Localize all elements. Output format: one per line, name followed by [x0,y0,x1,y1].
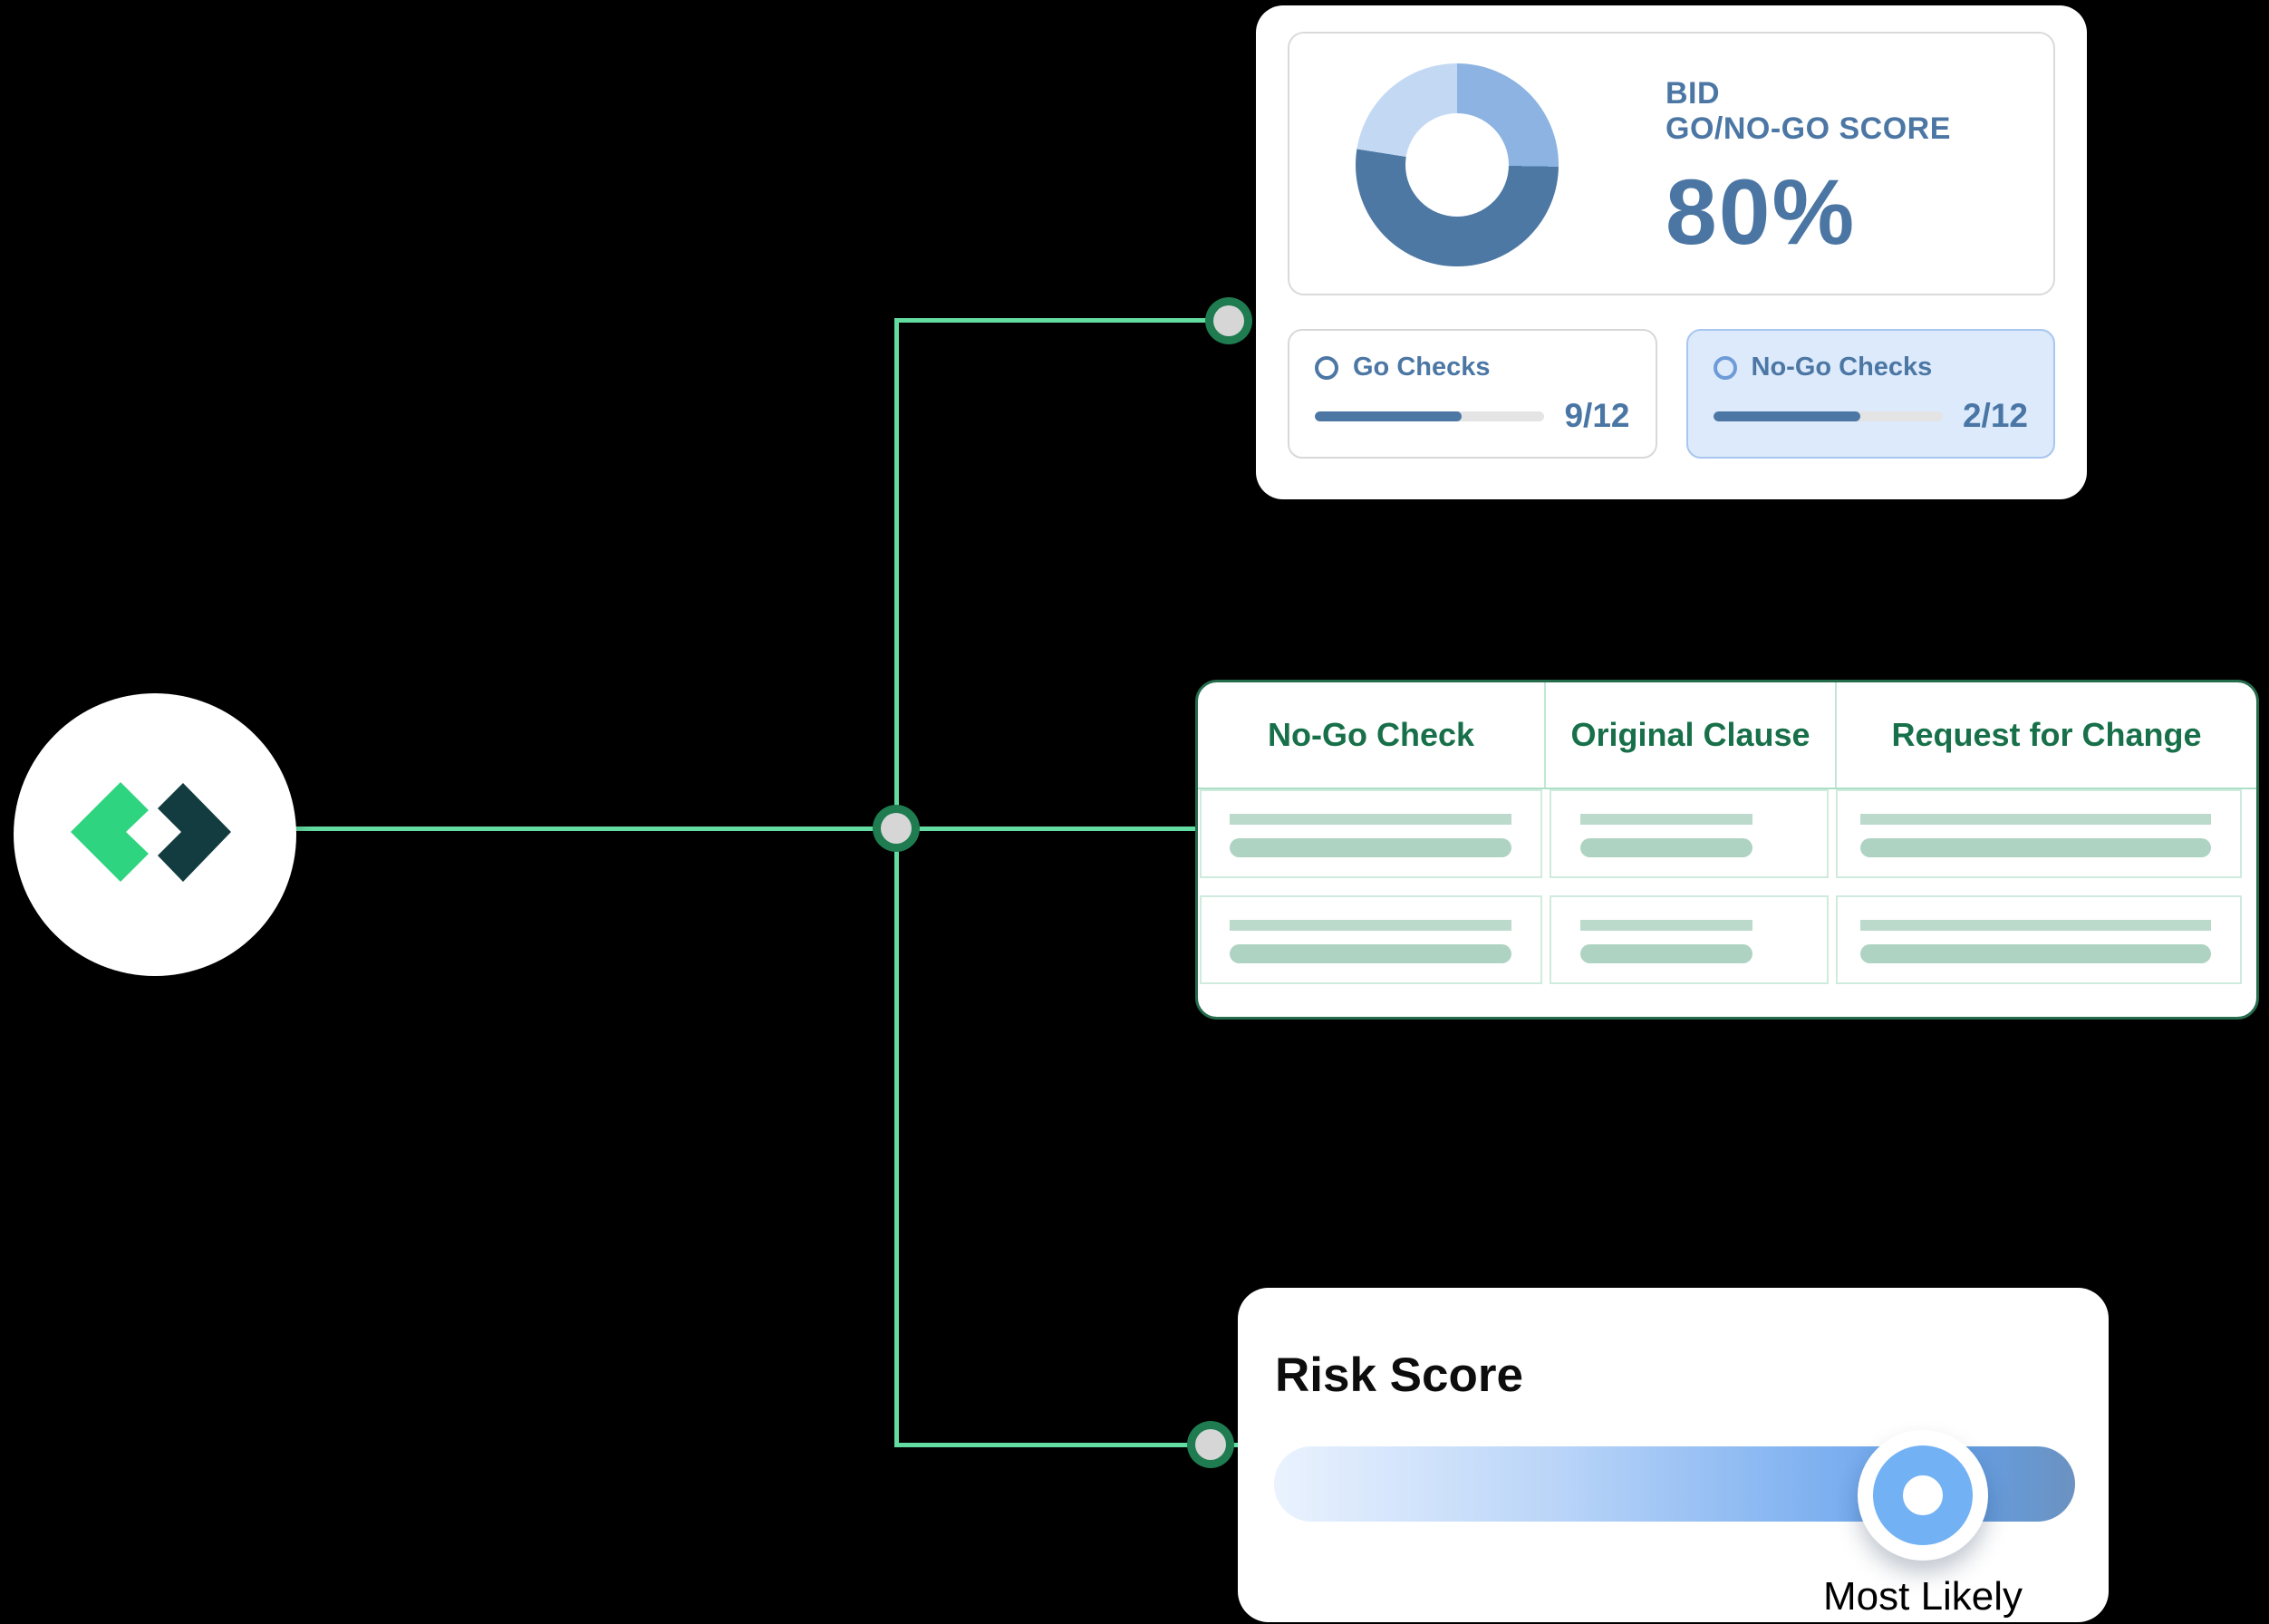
table-row [1200,789,1542,878]
go-checks-progress: 9/12 [1315,397,1630,435]
risk-slider-thumb-ring-icon [1873,1445,1974,1545]
bid-score-card: BID GO/NO-GO SCORE 80% Go Checks 9/12 [1256,5,2087,499]
score-title-line1: BID [1666,76,1721,111]
no-go-checks-progress: 2/12 [1713,397,2028,435]
table-row [1550,789,1829,878]
skeleton-text-bar [1860,814,2211,825]
risk-slider-label: Most Likely [1822,1574,2023,1619]
table-row [1836,895,2242,984]
risk-score-card: Risk Score Most Likely [1238,1288,2109,1622]
go-checks-progress-track [1315,411,1545,421]
skeleton-text-bar [1580,814,1752,825]
risk-score-title: Risk Score [1275,1348,1523,1402]
no-go-check-table-card: No-Go Check Original Clause Request for … [1195,680,2259,1020]
connector-node-junction [873,805,920,852]
go-checks-value: 9/12 [1564,397,1630,434]
no-go-checks-label: No-Go Checks [1751,353,1933,382]
skeleton-text-bar [1230,920,1511,931]
no-go-checks-progress-track [1713,411,1943,421]
logo-right-chevron-icon [158,783,231,882]
no-go-checks-card[interactable]: No-Go Checks 2/12 [1685,329,2055,459]
connector-line-top-branch [894,318,1232,323]
risk-slider-thumb[interactable] [1858,1429,1989,1561]
table-row [1836,789,2242,878]
table-header-request-for-change: Request for Change [1891,716,2202,753]
logo-left-chevron-icon [71,782,149,882]
go-checks-label: Go Checks [1353,353,1491,382]
table-row [1200,895,1542,984]
table-header-row: No-Go Check Original Clause Request for … [1198,682,2256,788]
table-header-divider [1198,788,2256,789]
risk-slider: Most Likely [1274,1429,2075,1619]
skeleton-text-bar [1230,838,1511,857]
brand-logo [14,693,296,976]
connector-node-bottom [1187,1421,1234,1468]
skeleton-text-bar [1580,838,1752,857]
checks-row: Go Checks 9/12 No-Go Checks [1288,329,2055,459]
no-go-checks-progress-fill [1713,411,1860,421]
no-go-checks-value: 2/12 [1962,397,2028,434]
table-header-original-clause: Original Clause [1546,682,1837,788]
skeleton-text-bar [1860,944,2211,963]
table-row [1550,895,1829,984]
go-checks-header: Go Checks [1315,353,1630,382]
skeleton-text-bar [1230,814,1511,825]
score-summary-panel: BID GO/NO-GO SCORE 80% [1288,32,2055,295]
skeleton-text-bar [1860,920,2211,931]
go-nogo-donut-chart [1356,63,1559,266]
connector-line-trunk [894,320,899,1447]
go-checks-card[interactable]: Go Checks 9/12 [1288,329,1657,459]
skeleton-text-bar [1230,944,1511,963]
no-go-checks-header: No-Go Checks [1713,353,2029,382]
table-header-no-go-check: No-Go Check [1198,682,1546,788]
connector-node-top [1205,297,1252,344]
score-title-line2: GO/NO-GO SCORE [1666,111,1951,146]
skeleton-text-bar [1580,944,1752,963]
skeleton-text-bar [1860,838,2211,857]
connector-line-main [290,826,1199,831]
table-body [1200,789,2242,984]
score-text-block: BID GO/NO-GO SCORE 80% [1666,76,1951,266]
go-checks-radio-icon[interactable] [1315,355,1338,380]
brand-logo-icon [71,782,231,882]
connector-line-bottom-branch [894,1443,1240,1447]
skeleton-text-bar [1580,920,1752,931]
go-checks-progress-fill [1315,411,1463,421]
no-go-checks-radio-icon[interactable] [1713,355,1737,380]
score-value: 80% [1666,160,1857,264]
